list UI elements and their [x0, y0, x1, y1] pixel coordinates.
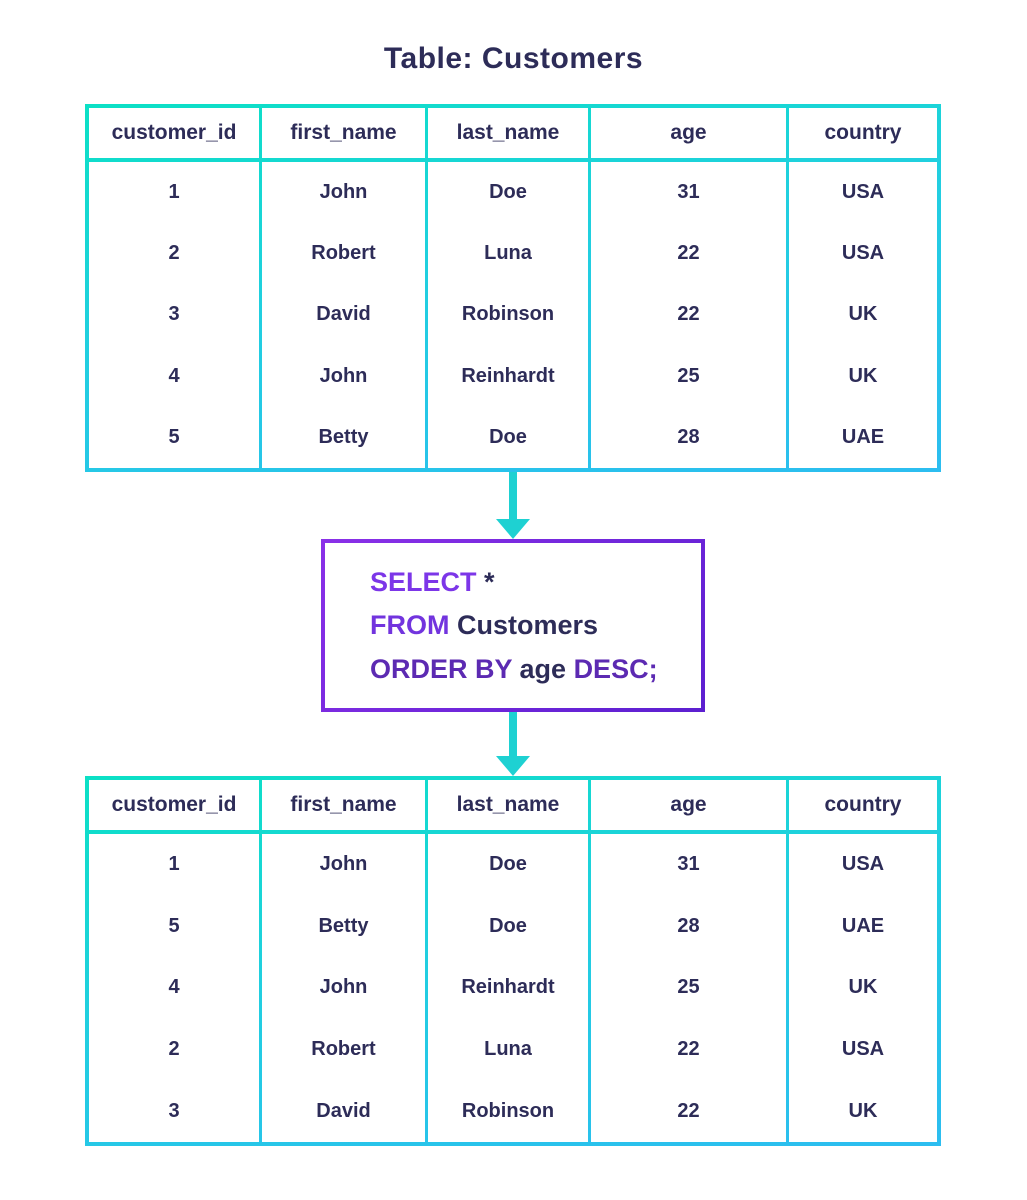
column-values-last-name: Doe Doe Reinhardt Luna Robinson: [428, 834, 588, 1142]
table-cell: Doe: [489, 425, 527, 448]
customers-table-result: customer_id first_name last_name age cou…: [85, 776, 941, 1146]
column-values-customer-id: 1 5 4 2 3: [89, 834, 259, 1142]
sql-line-from: FROM Customers: [370, 609, 701, 641]
sql-query-box: SELECT * FROM Customers ORDER BY age DES…: [321, 539, 705, 712]
table-cell: 3: [168, 1099, 180, 1122]
table-cell: UK: [848, 303, 878, 326]
table-cell: UAE: [841, 914, 885, 937]
table-cell: 1: [168, 181, 180, 204]
down-arrow-icon: [496, 472, 530, 539]
table-cell: Robinson: [461, 303, 555, 326]
table-cell: John: [319, 364, 368, 387]
column-values-age: 31 28 25 22 22: [591, 834, 786, 1142]
table-cell: 28: [677, 914, 700, 937]
table-cell: Betty: [318, 914, 369, 937]
table-cell: 28: [677, 425, 700, 448]
table-cell: Reinhardt: [461, 976, 555, 999]
table-cell: 22: [677, 242, 700, 265]
table-cell: John: [319, 976, 368, 999]
table-cell: 1: [168, 853, 180, 876]
customers-table-initial: customer_id first_name last_name age cou…: [85, 104, 941, 472]
table-cell: 2: [168, 242, 180, 265]
column-header-country: country: [789, 780, 937, 830]
down-arrow-icon: [496, 712, 530, 776]
table-cell: 31: [677, 853, 700, 876]
table-cell: 22: [677, 1038, 700, 1061]
column-values-last-name: Doe Luna Robinson Reinhardt Doe: [428, 162, 588, 468]
table-cell: USA: [841, 853, 885, 876]
table-cell: 3: [168, 303, 180, 326]
table-cell: 25: [677, 364, 700, 387]
sql-keyword: DESC;: [573, 653, 658, 684]
table-cell: UK: [848, 976, 878, 999]
table-cell: UK: [848, 1099, 878, 1122]
column-header-age: age: [591, 108, 786, 158]
sql-text: *: [476, 566, 495, 597]
column-header-last-name: last_name: [428, 780, 588, 830]
sql-line-select: SELECT *: [370, 566, 701, 598]
sql-keyword: ORDER BY: [370, 653, 513, 684]
arrow-shaft: [509, 712, 517, 756]
column-header-customer-id: customer_id: [89, 780, 259, 830]
sql-text: Customers: [449, 610, 599, 641]
table-cell: John: [319, 853, 368, 876]
arrow-head: [496, 756, 530, 776]
table-cell: Robert: [311, 242, 376, 265]
table-cell: Doe: [489, 181, 527, 204]
table-cell: UK: [848, 364, 878, 387]
column-values-customer-id: 1 2 3 4 5: [89, 162, 259, 468]
arrow-head: [496, 519, 530, 539]
table-cell: Doe: [489, 914, 527, 937]
column-header-country: country: [789, 108, 937, 158]
column-header-first-name: first_name: [262, 780, 425, 830]
column-values-country: USA UAE UK USA UK: [789, 834, 937, 1142]
sql-keyword: SELECT: [370, 566, 477, 597]
table-cell: 31: [677, 181, 700, 204]
table-cell: David: [316, 303, 371, 326]
table-cell: 22: [677, 303, 700, 326]
table-cell: Luna: [484, 242, 532, 265]
table-cell: 5: [168, 425, 180, 448]
table-cell: 4: [168, 976, 180, 999]
table-cell: 4: [168, 364, 180, 387]
sql-keyword: FROM: [370, 610, 450, 641]
table-cell: David: [316, 1099, 371, 1122]
table-cell: UAE: [841, 425, 885, 448]
arrow-shaft: [509, 472, 517, 519]
table-cell: 25: [677, 976, 700, 999]
column-values-country: USA USA UK UK UAE: [789, 162, 937, 468]
column-header-last-name: last_name: [428, 108, 588, 158]
diagram-title: Table: Customers: [383, 42, 644, 75]
table-cell: Robinson: [461, 1099, 555, 1122]
table-cell: Doe: [489, 853, 527, 876]
table-cell: 5: [168, 914, 180, 937]
table-cell: 22: [677, 1099, 700, 1122]
column-header-age: age: [591, 780, 786, 830]
table-cell: USA: [841, 1038, 885, 1061]
sql-text: age: [512, 653, 574, 684]
table-cell: 2: [168, 1038, 180, 1061]
table-cell: Robert: [311, 1038, 376, 1061]
table-cell: Reinhardt: [461, 364, 555, 387]
column-header-first-name: first_name: [262, 108, 425, 158]
column-values-age: 31 22 22 25 28: [591, 162, 786, 468]
table-cell: USA: [841, 181, 885, 204]
table-cell: USA: [841, 242, 885, 265]
table-cell: Luna: [484, 1038, 532, 1061]
sql-line-order-by: ORDER BY age DESC;: [370, 653, 701, 685]
table-cell: Betty: [318, 425, 369, 448]
column-header-customer-id: customer_id: [89, 108, 259, 158]
table-cell: John: [319, 181, 368, 204]
column-values-first-name: John Robert David John Betty: [262, 162, 425, 468]
column-values-first-name: John Betty John Robert David: [262, 834, 425, 1142]
